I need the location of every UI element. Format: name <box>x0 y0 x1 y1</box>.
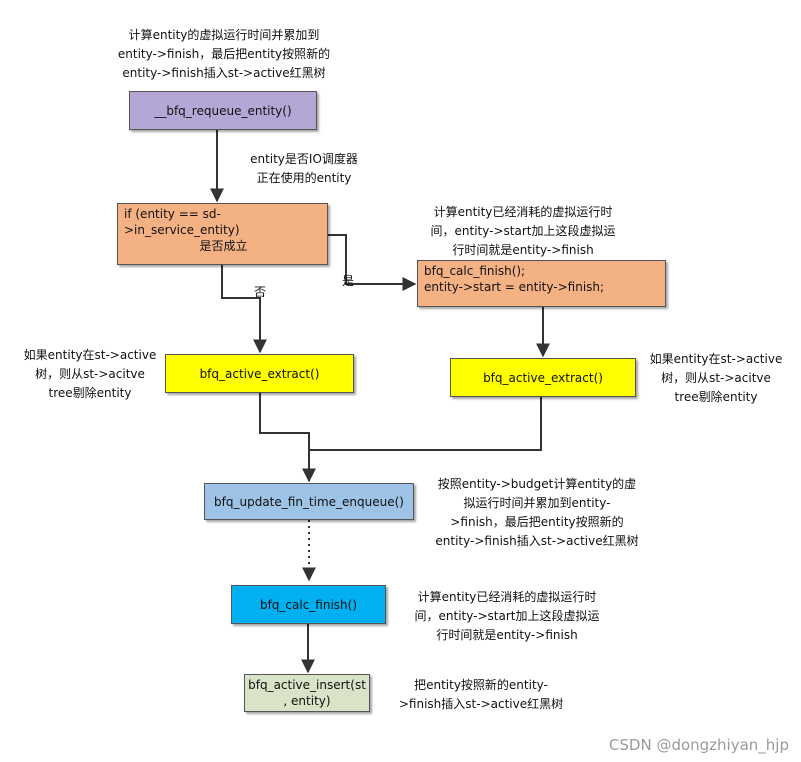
edge-label-yes: 是 <box>342 274 355 288</box>
note-consumed-top: 计算entity已经消耗的虚拟运行时 间，entity->start加上这段虚拟… <box>412 203 634 260</box>
note-line: entity->finish插入st->active红黑树 <box>122 66 326 80</box>
note-line: 行时间就是entity->finish <box>436 628 578 642</box>
node-text: bfq_active_insert(st <box>248 678 366 692</box>
note-insert: 把entity按照新的entity- >finish插入st->active红黑… <box>392 676 570 714</box>
csdn-watermark: CSDN @dongzhiyan_hjp <box>608 736 789 754</box>
edge-condition-yes <box>328 234 417 291</box>
note-line: tree剔除entity <box>674 390 758 404</box>
node-text: 是否成立 <box>199 239 248 253</box>
active-extract-left-node: bfq_active_extract() <box>165 354 354 393</box>
node-text: bfq_active_extract() <box>199 366 320 381</box>
node-text: if (entity == sd->in_service_entity) <box>124 207 240 237</box>
node-text: __bfq_requeue_entity() <box>154 103 292 118</box>
note-line: 树，则从st->acitve <box>661 371 771 385</box>
note-top: 计算entity的虚拟运行时间并累加到 entity->finish，最后把en… <box>108 26 340 83</box>
node-text: bfq_active_extract() <box>483 370 603 385</box>
note-remove-left: 如果entity在st->active 树，则从st->acitve tree剔… <box>18 346 162 403</box>
note-line: 把entity按照新的entity- <box>414 678 548 692</box>
calc-finish-start-node: bfq_calc_finish(); entity->start = entit… <box>417 260 666 307</box>
edge-condition-no <box>221 265 267 354</box>
note-line: 如果entity在st->active <box>649 352 783 366</box>
note-line: 间，entity->start加上这段虚拟运 <box>414 609 600 623</box>
edge-extract-left-to-update <box>259 393 316 483</box>
note-line: 计算entity已经消耗的虚拟运行时 <box>417 590 597 604</box>
note-line: 按照entity->budget计算entity的虚 <box>437 477 637 491</box>
note-line: tree剔除entity <box>48 386 132 400</box>
note-line: 拟运行时间并累加到entity- <box>463 496 611 510</box>
note-line: 计算entity的虚拟运行时间并累加到 <box>128 28 320 42</box>
update-fin-time-enqueue-node: bfq_update_fin_time_enqueue() <box>204 483 414 520</box>
active-extract-right-node: bfq_active_extract() <box>450 358 636 397</box>
node-text: bfq_calc_finish(); <box>424 264 526 278</box>
note-line: entity->finish插入st->active红黑树 <box>435 534 639 548</box>
note-line: >finish插入st->active红黑树 <box>398 697 564 711</box>
node-text: , entity) <box>283 694 331 708</box>
note-line: entity是否IO调度器 <box>250 152 358 166</box>
calc-finish-node: bfq_calc_finish() <box>231 585 386 624</box>
note-line: 间，entity->start加上这段虚拟运 <box>430 224 616 238</box>
node-text: bfq_update_fin_time_enqueue() <box>214 494 404 509</box>
in-service-condition-node: if (entity == sd->in_service_entity) 是否成… <box>117 203 328 265</box>
edge-extract-right-to-update <box>309 397 542 451</box>
requeue-entity-node: __bfq_requeue_entity() <box>129 91 317 130</box>
note-line: >finish，最后把entity按照新的 <box>450 515 624 529</box>
note-line: 行时间就是entity->finish <box>452 243 594 257</box>
note-line: 如果entity在st->active <box>23 348 157 362</box>
note-line: 计算entity已经消耗的虚拟运行时 <box>433 205 613 219</box>
edge-label-no: 否 <box>254 285 267 299</box>
note-budget: 按照entity->budget计算entity的虚 拟运行时间并累加到enti… <box>426 475 648 551</box>
note-remove-right: 如果entity在st->active 树，则从st->acitve tree剔… <box>644 350 788 407</box>
note-in-service: entity是否IO调度器 正在使用的entity <box>242 150 366 188</box>
active-insert-node: bfq_active_insert(st , entity) <box>244 674 370 712</box>
note-line: 树，则从st->acitve <box>35 367 145 381</box>
node-text: bfq_calc_finish() <box>259 597 358 612</box>
note-line: 正在使用的entity <box>256 171 352 185</box>
node-text: entity->start = entity->finish; <box>424 280 605 294</box>
note-consumed-bottom: 计算entity已经消耗的虚拟运行时 间，entity->start加上这段虚拟… <box>396 588 618 645</box>
note-line: entity->finish，最后把entity按照新的 <box>117 47 331 61</box>
